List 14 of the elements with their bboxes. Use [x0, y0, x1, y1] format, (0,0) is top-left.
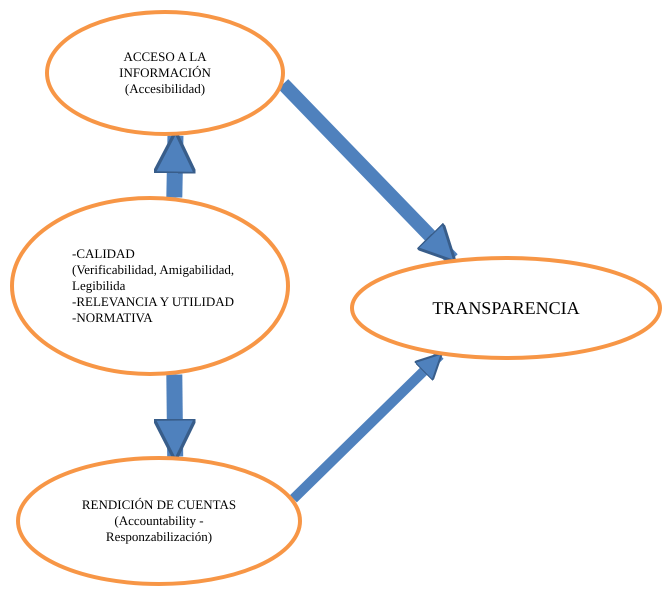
ellipse-node — [10, 196, 290, 376]
node-label: (Accountability - Responzabilización) — [104, 513, 214, 545]
node-label: (Accesibilidad) — [124, 81, 206, 97]
node-label: (Verificabilidad, Amigabilidad, Legibilida — [72, 262, 236, 294]
ellipse-node — [45, 10, 285, 136]
node-label: -CALIDAD — [72, 246, 135, 262]
ellipse-node — [350, 256, 662, 360]
node-label: TRANSPARENCIA — [432, 298, 580, 318]
node-label: -NORMATIVA — [72, 310, 153, 326]
node-label: ACCESO A LA INFORMACIÓN — [118, 49, 212, 81]
ellipse-node — [16, 456, 302, 586]
arrow — [290, 352, 444, 502]
node-label: RENDICIÓN DE CUENTAS — [82, 497, 236, 513]
node-label: -RELEVANCIA Y UTILIDAD — [72, 294, 234, 310]
